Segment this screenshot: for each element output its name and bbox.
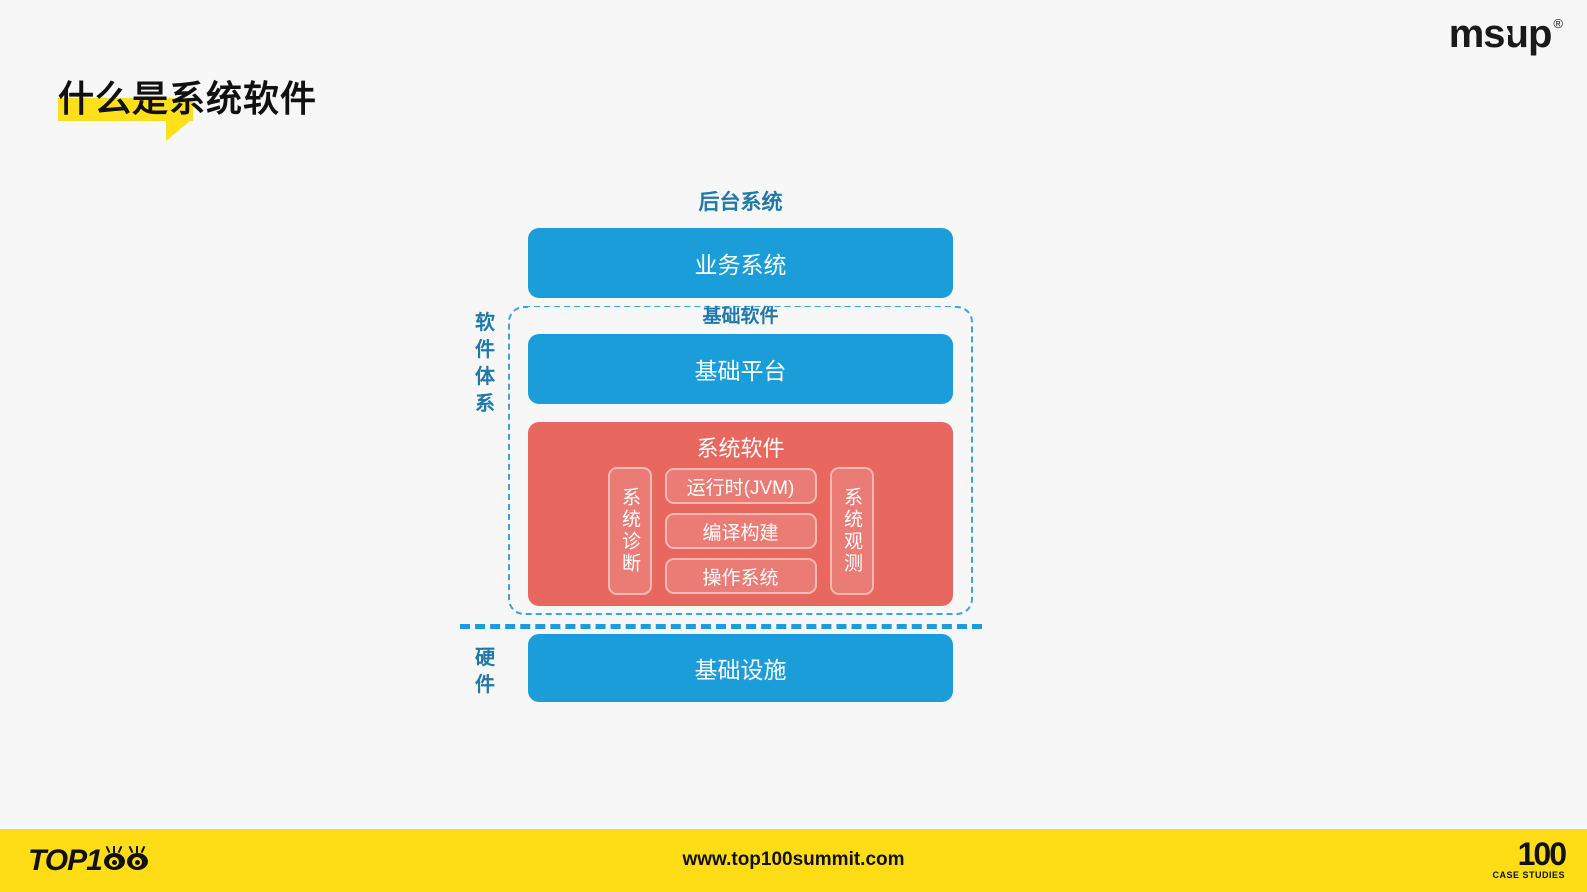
top100-logo-text: TOP1 [28,844,103,877]
registered-trademark-icon: ® [1553,16,1563,31]
eye-icon-left [103,845,125,870]
layer-infrastructure-label: 基础设施 [694,657,787,683]
msup-logo: msup ® [1449,14,1563,54]
layer-base-platform: 基础平台 [528,334,953,404]
footer-bar: TOP1 www.top100summit.com 100 CASE STUDI… [0,829,1587,892]
base-software-label: 基础软件 [528,306,953,328]
component-system-observability: 系统观测 [829,467,874,595]
diagram-side-label-hardware: 硬件 [475,647,495,696]
top100-logo: TOP1 [28,844,148,878]
component-middle-column: 运行时(JVM) 编译构建 操作系统 [664,468,817,594]
page-title: 什么是系统软件 [58,78,318,119]
diagram-label-backend: 后台系统 [698,191,783,214]
msup-logo-text: msup [1448,12,1553,56]
up-arrow-icon [1500,26,1511,45]
footer-url[interactable]: www.top100summit.com [682,849,905,870]
diagram-side-label-software-system: 软件体系 [475,312,495,415]
layer-infrastructure: 基础设施 [528,634,953,702]
layer-business-system: 业务系统 [528,228,953,298]
architecture-diagram: 后台系统 软件体系 硬件 业务系统 基础软件 基础平台 系统软件 系统诊断 运行… [460,191,982,702]
case-studies-logo: 100 CASE STUDIES [1492,836,1567,881]
layer-business-system-label: 业务系统 [694,252,787,278]
component-compile-build: 编译构建 [664,513,817,549]
case-studies-caption: CASE STUDIES [1492,870,1565,881]
hardware-divider [460,624,982,629]
eye-icon-right [126,845,148,870]
component-system-diagnosis: 系统诊断 [607,467,652,595]
title-highlight-tail [166,121,190,141]
system-software-components: 系统诊断 运行时(JVM) 编译构建 操作系统 系统观测 [528,464,953,598]
title-highlight [58,98,193,121]
case-studies-number: 100 [1517,836,1567,872]
layer-system-software-label: 系统软件 [696,436,785,461]
layer-system-software: 系统软件 系统诊断 运行时(JVM) 编译构建 操作系统 系统观测 [528,422,953,606]
component-operating-system: 操作系统 [664,558,817,594]
layer-base-platform-label: 基础平台 [694,358,787,384]
component-runtime-jvm: 运行时(JVM) [664,468,817,504]
